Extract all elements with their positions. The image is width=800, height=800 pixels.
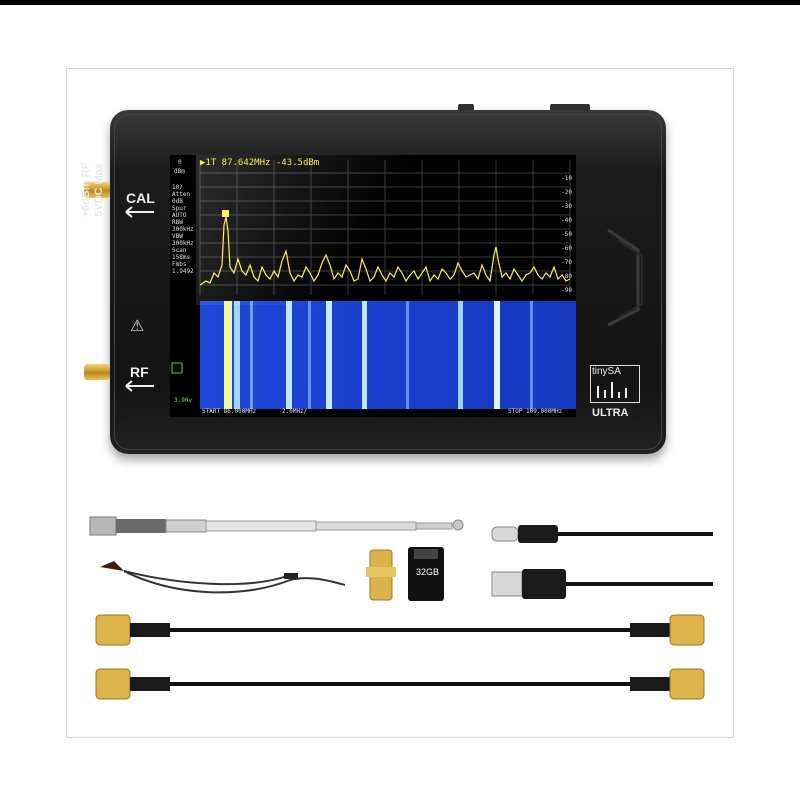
- start-frequency: START 86.000MHz: [202, 408, 257, 415]
- rf-input-rating-label: +6dBm RF 5VDC Max: [80, 115, 106, 265]
- sma-cable-1: [95, 614, 705, 646]
- db-tick: -30: [561, 203, 572, 210]
- fmbs-label: Fmbs: [172, 261, 187, 268]
- usb-c-cable: [491, 525, 713, 543]
- battery-voltage: 3.90v: [174, 397, 193, 404]
- left-info-panel: 10/ Atten 0dB Spur AUTO RBW 300kHz VBW 3…: [172, 184, 194, 275]
- cal-arrow-icon: [125, 206, 154, 218]
- rbw-value: 300kHz: [172, 226, 194, 233]
- vbw-value: 300kHz: [172, 240, 194, 247]
- spur-value: AUTO: [172, 212, 187, 219]
- db-tick: -90: [561, 287, 572, 294]
- cal-sma-connector: [84, 182, 110, 198]
- device-screen: [170, 155, 576, 417]
- db-tick: -80: [561, 273, 572, 280]
- rating-line-1: +6dBm RF: [80, 162, 92, 218]
- top-button: [458, 104, 474, 112]
- cal-port-label: CAL: [126, 190, 155, 206]
- spectrum-trace: [199, 216, 571, 286]
- vbw-label: VBW: [172, 233, 183, 240]
- marker-flag-icon: [222, 210, 229, 217]
- db-tick: -50: [561, 231, 572, 238]
- ref-level: 0: [178, 159, 182, 166]
- rf-arrow-icon: [125, 380, 154, 392]
- wrist-lanyard: [100, 561, 346, 594]
- scale-per-div: 10/: [172, 184, 183, 191]
- waterfall-signal-lines: [224, 301, 533, 409]
- waterfall-display: [200, 301, 576, 409]
- power-switch: [550, 104, 590, 112]
- brand-logo: [590, 365, 640, 403]
- bar-graph-logo-icon: [597, 382, 627, 398]
- db-tick: -40: [561, 217, 572, 224]
- sd-card-capacity: 32GB: [416, 567, 440, 577]
- span-per-div: 2.0MHz/: [282, 408, 308, 415]
- atten-label: Atten: [172, 191, 191, 198]
- atten-value: 0dB: [172, 198, 183, 205]
- db-tick: -10: [561, 175, 572, 182]
- sma-adapter: [366, 549, 396, 601]
- telescopic-antenna: [89, 516, 464, 536]
- right-db-scale: -10 -20 -30 -40 -50 -60 -70 -80 -90: [560, 172, 572, 298]
- fmbs-value: 1.9492: [172, 268, 194, 275]
- brand-name: tinySA: [592, 366, 621, 377]
- accessories: [89, 516, 713, 700]
- scan-label: Scan: [172, 247, 187, 254]
- usb-a-cable: [491, 569, 713, 599]
- db-tick: -70: [561, 259, 572, 266]
- battery-icon: [171, 362, 183, 374]
- micro-sd-card: [408, 547, 444, 601]
- grid: [199, 160, 571, 295]
- sma-cable-2: [95, 668, 705, 700]
- spur-label: Spur: [172, 205, 187, 212]
- model-name: ULTRA: [592, 407, 629, 419]
- marker-readout: ▶1T 87.642MHz -43.5dBm: [200, 158, 320, 168]
- rating-line-2: 5VDC Max: [93, 163, 105, 217]
- stop-frequency: STOP 109.000MHz: [508, 408, 563, 415]
- spectrum-display: [171, 160, 576, 409]
- rf-port-label: RF: [130, 364, 149, 380]
- top-border: [0, 0, 800, 5]
- warning-icon: ⚠: [130, 316, 145, 335]
- unit-label: dBm: [174, 168, 185, 175]
- db-tick: -60: [561, 245, 572, 252]
- rf-sma-connector: [84, 364, 110, 380]
- scan-value: 158ms: [172, 254, 191, 261]
- rbw-label: RBW: [172, 219, 183, 226]
- side-grip: [607, 228, 643, 327]
- db-tick: -20: [561, 189, 572, 196]
- device-bevel: [114, 114, 662, 450]
